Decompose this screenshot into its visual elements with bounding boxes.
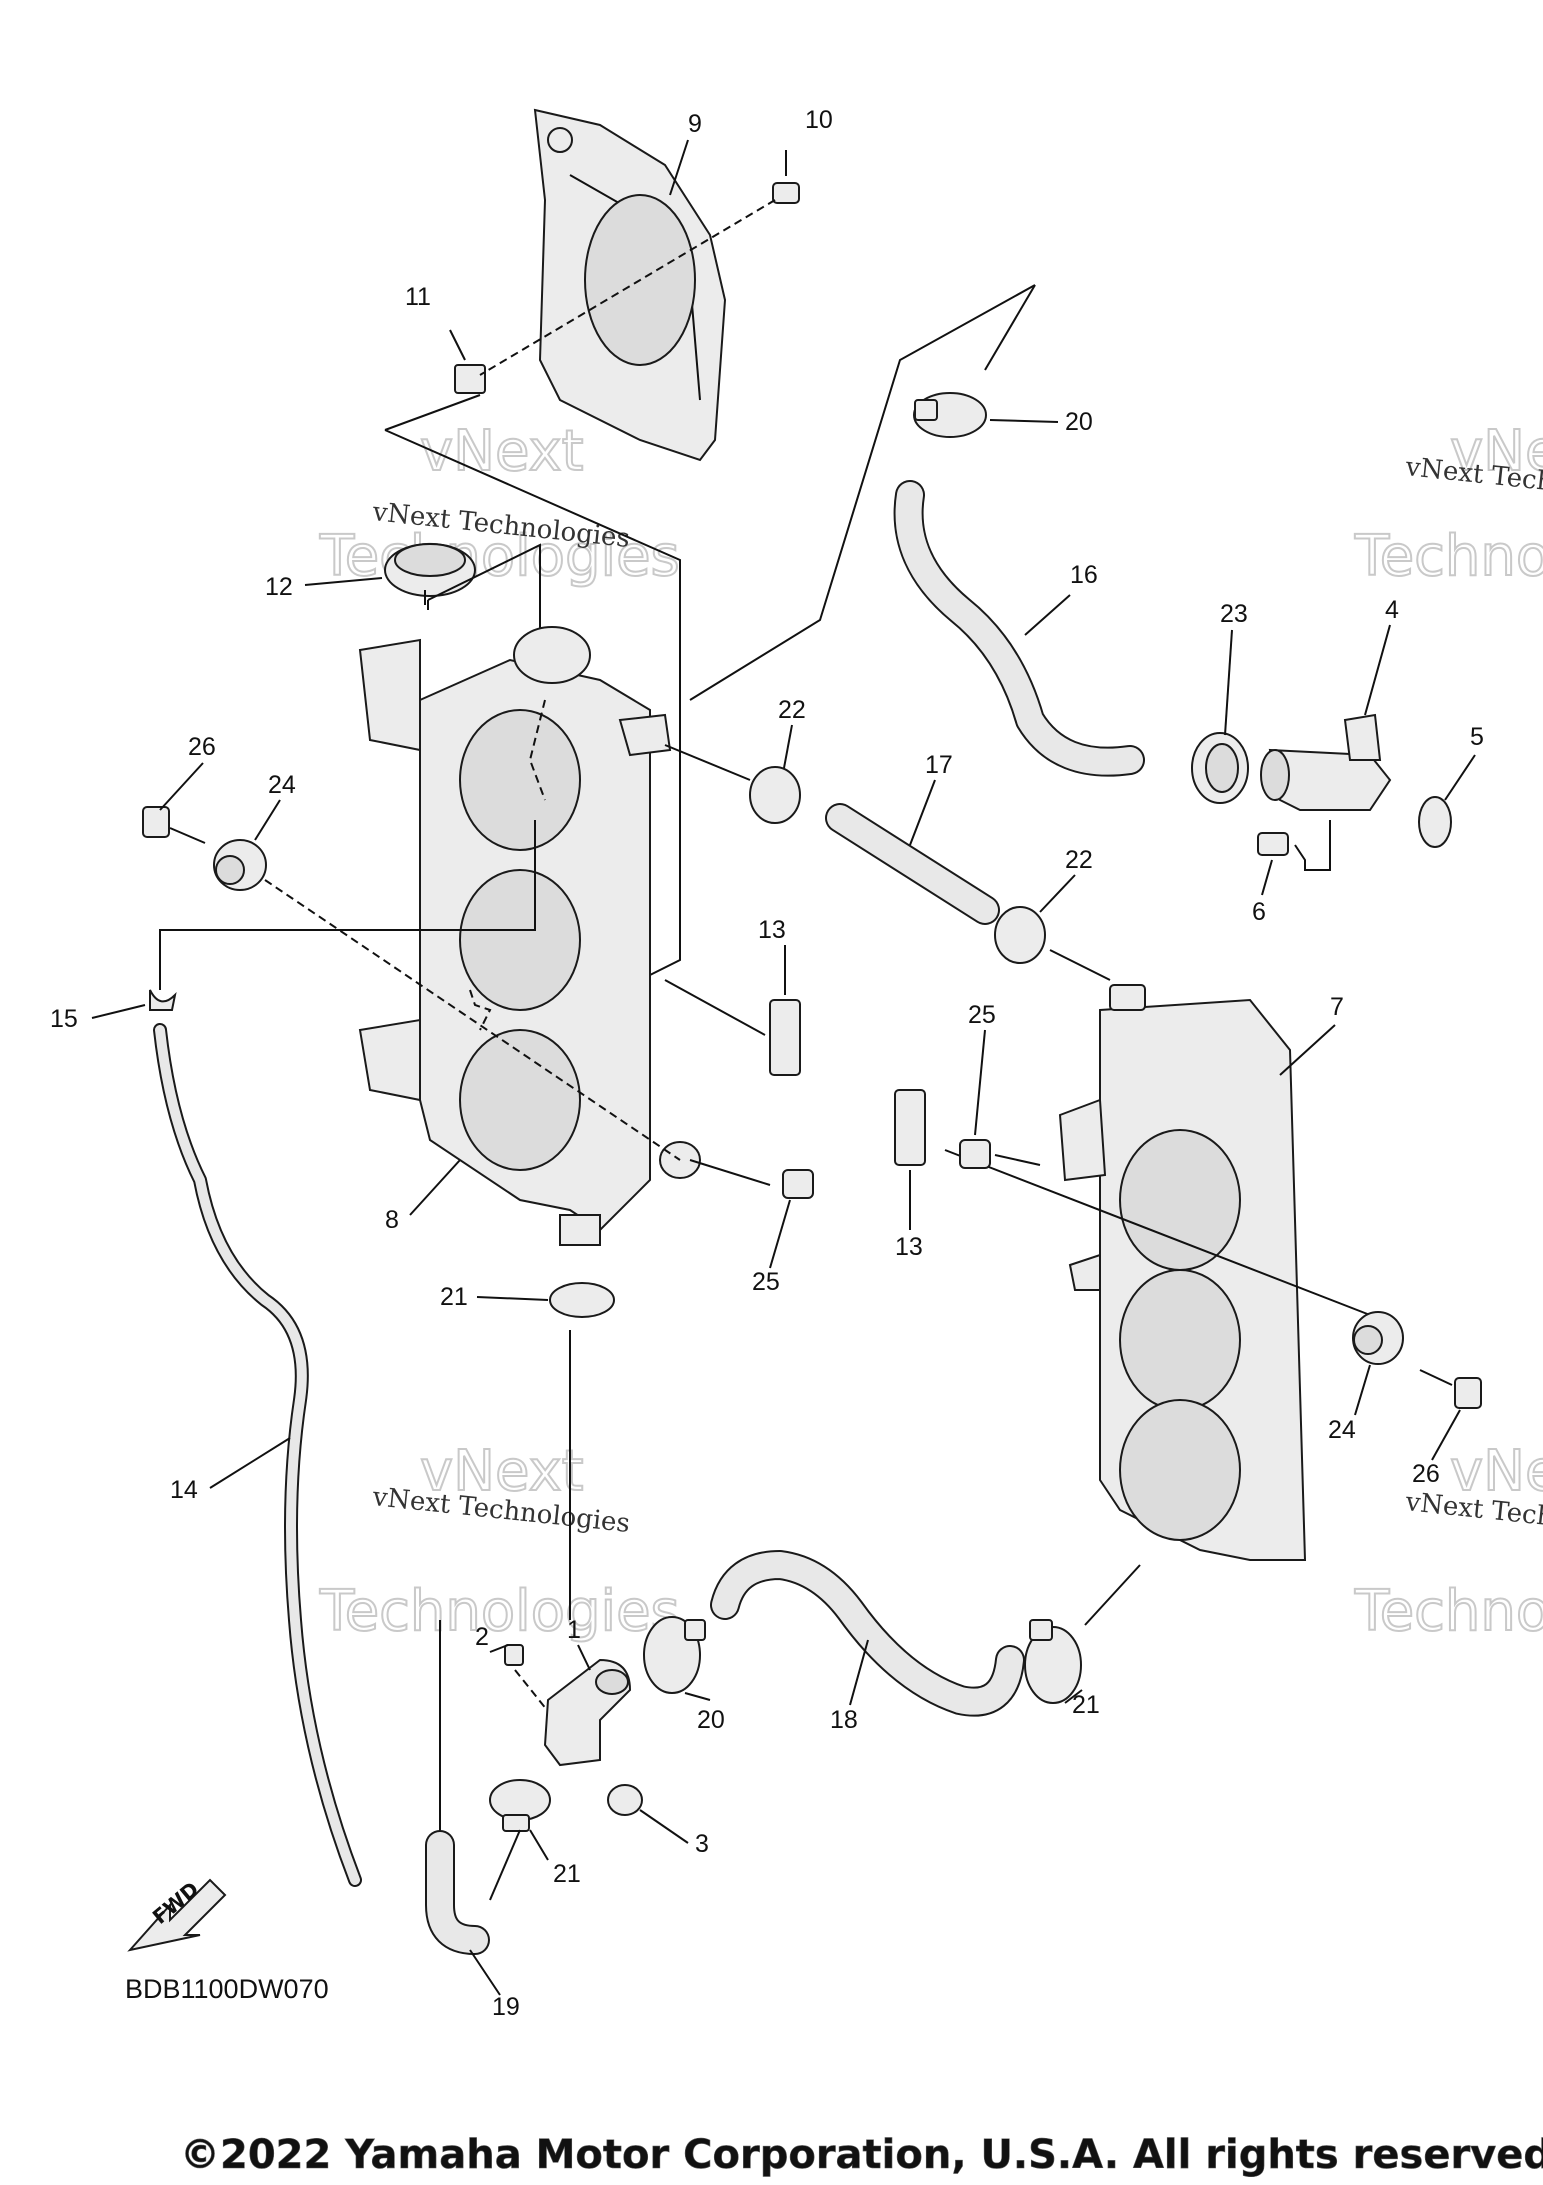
radiator-inner-dash — [528, 699, 546, 801]
callout-9: 9 — [688, 110, 702, 138]
callout-4: 4 — [1385, 596, 1399, 624]
part-18-lower-hose — [710, 1550, 1025, 1717]
callout-7: 7 — [1330, 993, 1344, 1021]
diagram-code: BDB1100DW070 — [125, 1974, 329, 2004]
lead-22a-line — [664, 744, 751, 781]
part-15-clamp — [149, 989, 177, 1011]
watermark-technologies-2: Technologies — [1354, 524, 1543, 589]
callout-21-right: 21 — [1072, 1691, 1100, 1719]
assembly-line-20-radiator — [689, 284, 1036, 701]
part-20-clamp-top — [913, 392, 987, 438]
part-19-elbow-hose — [425, 1830, 490, 1955]
callout-11: 11 — [405, 283, 431, 311]
callout-2: 2 — [475, 1623, 489, 1651]
callout-15: 15 — [50, 1005, 78, 1033]
part-5-o-ring — [1418, 796, 1452, 848]
callout-group: 9 10 11 12 20 16 23 4 5 6 22 17 22 26 24… — [50, 106, 1484, 2021]
part-26-bolt-right — [1419, 1369, 1482, 1409]
callout-16: 16 — [1070, 561, 1098, 589]
callout-14: 14 — [170, 1476, 198, 1504]
part-25-bolt-right — [959, 1139, 1041, 1169]
callout-18: 18 — [830, 1706, 858, 1734]
watermark-vnext-1: vNext — [420, 419, 584, 484]
callout-13-right: 13 — [895, 1233, 923, 1261]
part-25-bolt-left — [689, 1159, 814, 1199]
part-21-clamp-right — [1024, 1619, 1082, 1704]
callout-8: 8 — [385, 1206, 399, 1234]
lead-6-4-line — [1294, 820, 1331, 871]
callout-6: 6 — [1252, 898, 1266, 926]
part-24-grommet-left — [213, 839, 267, 891]
callout-25-right: 25 — [968, 1001, 996, 1029]
callout-5: 5 — [1470, 723, 1484, 751]
assembly-line-13-radiator — [944, 1149, 1371, 1316]
part-12-radiator-cap — [304, 543, 476, 597]
copyright-notice: ©2022 Yamaha Motor Corporation, U.S.A. A… — [180, 2132, 1543, 2178]
assembly-line-20b — [984, 284, 1036, 371]
part-26-bolt-left — [142, 806, 206, 844]
assembly-line-21-radiator — [1084, 1564, 1141, 1626]
callout-3: 3 — [695, 1830, 709, 1858]
callout-26-right: 26 — [1412, 1460, 1440, 1488]
watermark-technologies-4: Technologies — [1354, 1579, 1543, 1644]
part-24-grommet-right — [1352, 1311, 1404, 1365]
assembly-bracket-line-2 — [159, 820, 536, 990]
part-20-clamp-bottom — [643, 1616, 706, 1694]
callout-26-left: 26 — [188, 733, 216, 761]
callout-22-top: 22 — [778, 696, 806, 724]
watermark-vnext-4: vNext — [1450, 1439, 1543, 1504]
callout-12: 12 — [265, 573, 293, 601]
part-1-outlet-pipe — [543, 1658, 632, 1767]
part-11-clip — [449, 329, 486, 394]
part-23-clamp — [1191, 732, 1249, 804]
watermark-vnext-2: vNext — [1450, 419, 1543, 484]
part-14-overflow-hose — [153, 1023, 362, 1887]
part-13-clip-left — [769, 999, 801, 1076]
part-22-clamp-2 — [994, 906, 1046, 964]
callout-21-top: 21 — [440, 1283, 468, 1311]
lead-22b-line — [1049, 949, 1111, 981]
watermark-vnext-3: vNext — [420, 1439, 584, 1504]
assembly-line-10-11 — [479, 199, 776, 376]
callout-23: 23 — [1220, 600, 1248, 628]
callout-25-left: 25 — [752, 1268, 780, 1296]
callout-1: 1 — [567, 1616, 581, 1644]
callout-22-bottom: 22 — [1065, 846, 1093, 874]
part-7-right-radiator — [1058, 984, 1307, 1561]
lead-13a-line — [664, 979, 766, 1036]
part-22-clamp-1 — [749, 766, 801, 824]
assembly-bracket-line-1 — [384, 429, 681, 981]
fwd-arrow-icon: FWD — [127, 1877, 227, 1952]
callout-24-left: 24 — [268, 771, 296, 799]
part-13-clip-right — [894, 1089, 926, 1166]
assembly-dash-24-radiator — [264, 879, 681, 1161]
callout-17: 17 — [925, 751, 953, 779]
assembly-line-11 — [384, 394, 481, 431]
part-17-short-hose — [825, 803, 1000, 925]
radiator-inner-dash-2 — [469, 989, 492, 1031]
callout-24-right: 24 — [1328, 1416, 1356, 1444]
part-2-drain-bolt — [504, 1644, 524, 1666]
callout-10: 10 — [805, 106, 833, 134]
part-21-clamp-top — [549, 1282, 615, 1318]
callout-20-bottom: 20 — [697, 1706, 725, 1734]
part-9-radiator-guard — [533, 108, 727, 462]
callout-21-left: 21 — [553, 1860, 581, 1888]
part-16-upper-hose — [893, 480, 1145, 777]
watermark-technologies-3: Technologies — [319, 1579, 680, 1644]
part-6-bolt — [1257, 832, 1289, 856]
part-3-o-ring — [607, 1784, 643, 1816]
callout-13-left: 13 — [758, 916, 786, 944]
part-4-hose-joint — [1260, 713, 1392, 811]
callout-19: 19 — [492, 1993, 520, 2021]
part-21-clamp-left — [489, 1779, 551, 1832]
callout-20-top: 20 — [1065, 408, 1093, 436]
part-8-left-radiator — [358, 626, 701, 1246]
part-10-bolt — [772, 150, 800, 204]
